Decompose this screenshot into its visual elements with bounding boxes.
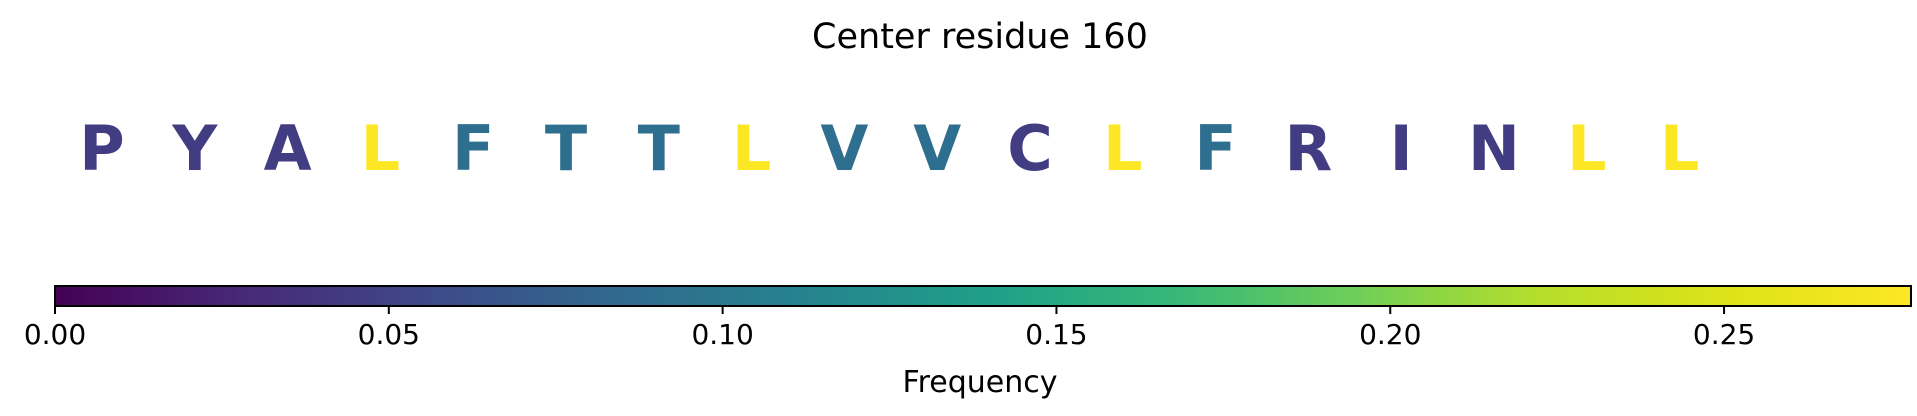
residue-letter: P (79, 112, 124, 185)
residue-letter: A (264, 112, 312, 185)
colorbar-tick-label: 0.15 (1025, 318, 1087, 351)
colorbar-tick-label: 0.25 (1693, 318, 1755, 351)
residue-letter: I (1390, 112, 1413, 185)
residue-letter: L (1103, 112, 1143, 185)
residue-letter: F (1194, 112, 1236, 185)
residue-letter: N (1468, 112, 1520, 185)
residue-letter: L (732, 112, 772, 185)
residue-letter: C (1007, 112, 1053, 185)
residue-letter: F (452, 112, 494, 185)
colorbar (54, 285, 1912, 307)
colorbar-tick-label: 0.00 (24, 318, 86, 351)
residue-letter: L (361, 112, 401, 185)
colorbar-ticks: 0.00 0.05 0.10 0.15 0.20 0.25 (24, 306, 1755, 351)
residue-letter: T (638, 112, 680, 185)
residue-letter: R (1285, 112, 1333, 185)
residue-letter: V (820, 112, 868, 185)
colorbar-label: Frequency (903, 365, 1058, 400)
residue-letter: V (913, 112, 961, 185)
residue-letter: L (1660, 112, 1700, 185)
residue-letter: L (1567, 112, 1607, 185)
colorbar-tick-label: 0.05 (358, 318, 420, 351)
colorbar-tick-label: 0.20 (1359, 318, 1421, 351)
residue-letter: Y (171, 112, 218, 185)
residue-letter: T (545, 112, 587, 185)
colorbar-tick-label: 0.10 (691, 318, 753, 351)
chart-title: Center residue 160 (812, 17, 1148, 57)
